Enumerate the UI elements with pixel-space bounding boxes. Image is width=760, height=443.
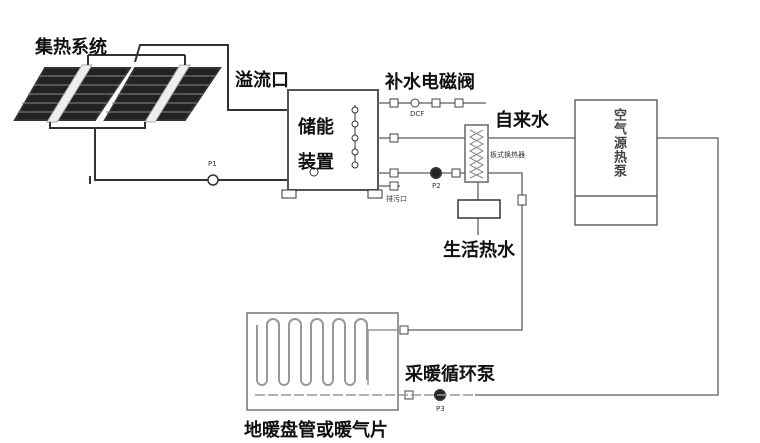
label-storage-2: 装置 (298, 152, 334, 173)
label-dcf: DCF (410, 110, 425, 118)
hot-water-tank (457, 199, 501, 219)
label-floor-heating: 地暖盘管或暖气片 (244, 420, 388, 441)
label-drain: 排污口 (386, 195, 407, 203)
pump-p2 (430, 167, 442, 179)
label-heat-pump: 空气源热泵 (611, 108, 626, 178)
label-makeup-valve: 补水电磁阀 (385, 72, 475, 93)
label-plate-hx: 板式换热器 (490, 151, 525, 159)
label-collector: 集热系统 (35, 37, 107, 58)
label-domestic-hot-water: 生活热水 (443, 240, 515, 261)
pump-p1 (207, 174, 219, 186)
storage-tank (287, 89, 379, 191)
label-heating-pump: 采暖循环泵 (405, 364, 495, 385)
label-p2: P2 (432, 182, 441, 190)
label-overflow: 溢流口 (235, 70, 289, 91)
label-tap-water: 自来水 (495, 110, 549, 131)
label-storage-1: 储能 (298, 117, 334, 138)
solar-collector-panels (13, 54, 222, 129)
air-source-heat-pump (574, 99, 658, 226)
plate-heat-exchanger (464, 124, 489, 183)
label-p3: P3 (436, 405, 445, 413)
label-p1: P1 (208, 160, 217, 168)
